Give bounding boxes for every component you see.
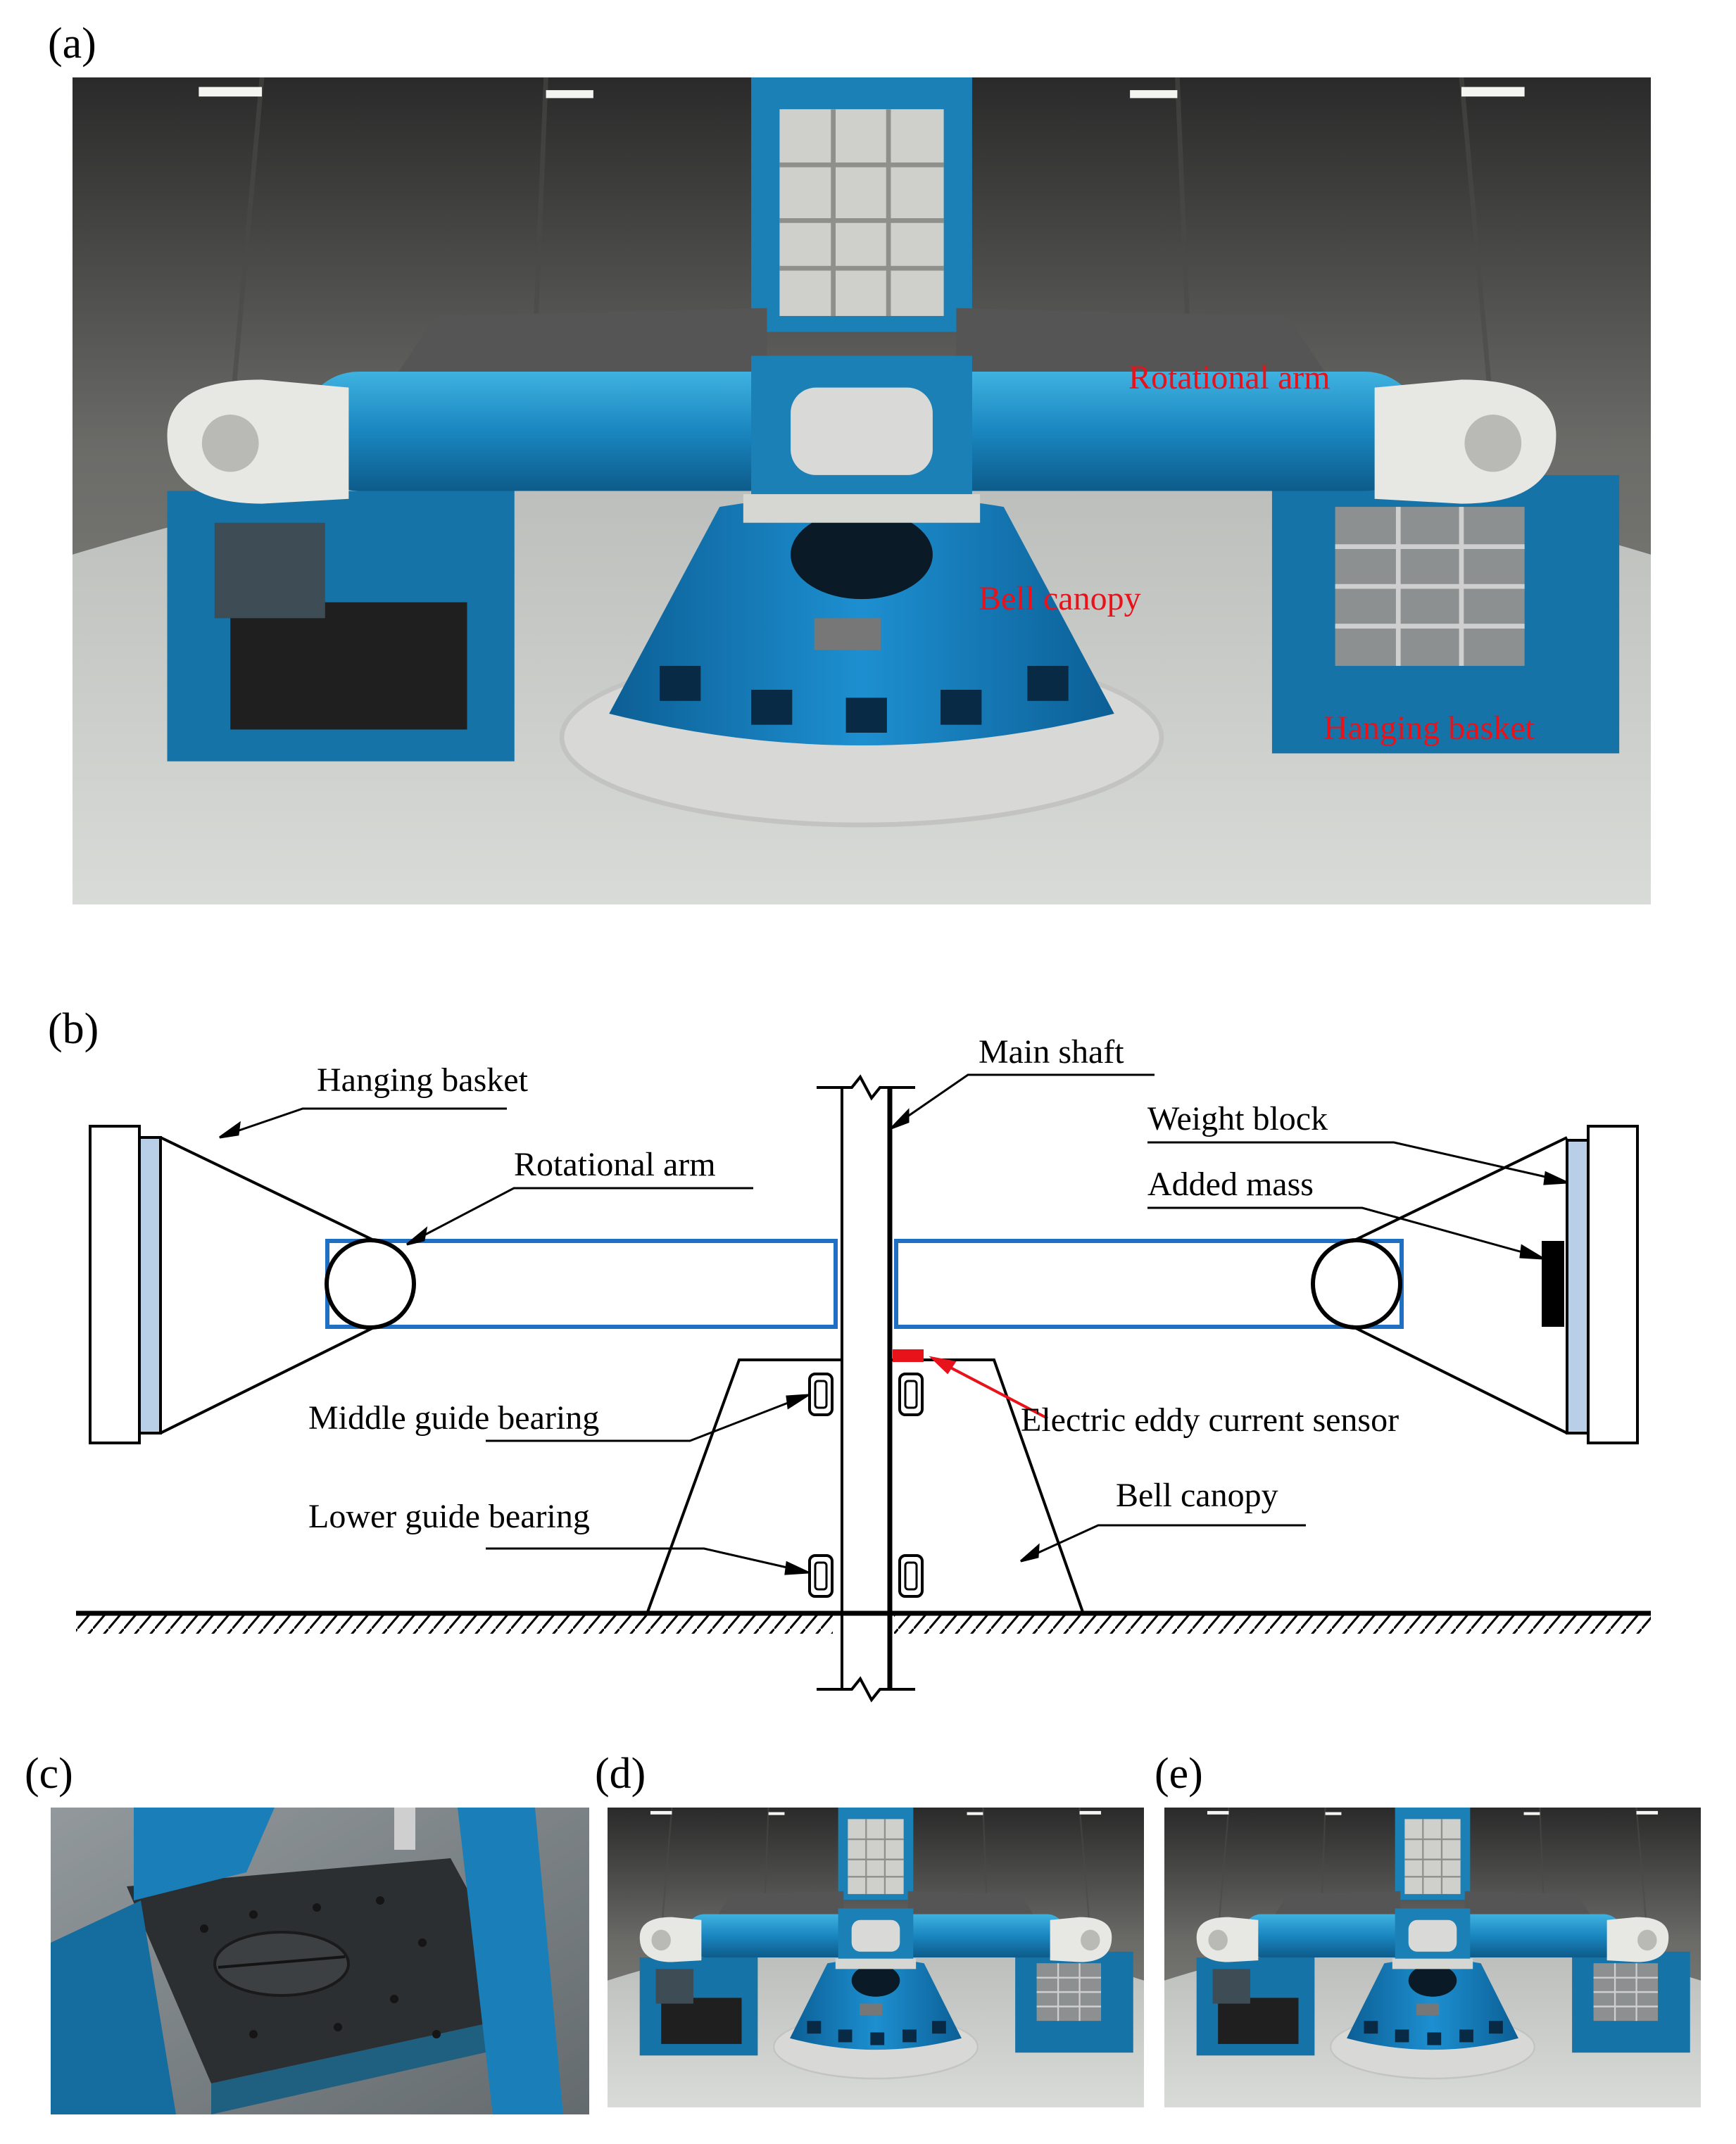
label-eddy-current-sensor: Electric eddy current sensor [1021, 1401, 1399, 1439]
bell-canopy-right [890, 1358, 1084, 1613]
label-hanging-basket: Hanging basket [317, 1061, 529, 1099]
pivot-right [1311, 1238, 1402, 1330]
pivot-left [325, 1238, 416, 1330]
label-bell-canopy: Bell canopy [1116, 1477, 1278, 1514]
label-lower-guide-bearing: Lower guide bearing [308, 1498, 590, 1535]
panel-label-b: (b) [48, 1005, 99, 1053]
photo-e [1164, 1808, 1701, 2107]
middle-guide-bearing [808, 1373, 924, 1416]
eddy-current-sensor [893, 1349, 924, 1362]
leader-lines [219, 1073, 1568, 1575]
added-mass [1542, 1241, 1564, 1327]
photo-label-rotational-arm: Rotational arm [1128, 359, 1331, 396]
label-main-shaft: Main shaft [979, 1033, 1124, 1071]
hanging-basket-left [89, 1125, 377, 1444]
weight-block [1566, 1139, 1590, 1434]
photo-d [608, 1808, 1144, 2107]
schematic-diagram [76, 1074, 1651, 1703]
label-added-mass: Added mass [1147, 1166, 1314, 1203]
panel-label-d: (d) [595, 1750, 646, 1798]
label-rotational-arm: Rotational arm [514, 1146, 716, 1183]
ground-hatch-right [894, 1615, 1651, 1634]
label-weight-block: Weight block [1147, 1100, 1328, 1137]
diagram-labels: Hanging basket Rotational arm Main shaft… [308, 1033, 1399, 1535]
photo-label-hanging-basket: Hanging basket [1323, 710, 1535, 747]
hanging-basket-right [1351, 1125, 1639, 1444]
panel-label-c: (c) [25, 1750, 73, 1798]
label-middle-guide-bearing: Middle guide bearing [308, 1399, 599, 1437]
panel-label-e: (e) [1155, 1750, 1203, 1798]
bell-canopy-left [646, 1358, 842, 1613]
main-shaft [817, 1074, 915, 1703]
photo-c [51, 1808, 589, 2114]
photo-label-bell-canopy: Bell canopy [979, 580, 1141, 617]
photo-a: Rotational arm Bell canopy Hanging baske… [73, 77, 1651, 904]
lower-guide-bearing [808, 1554, 924, 1598]
ground-hatch-left [76, 1615, 833, 1634]
panel-label-a: (a) [48, 20, 96, 68]
